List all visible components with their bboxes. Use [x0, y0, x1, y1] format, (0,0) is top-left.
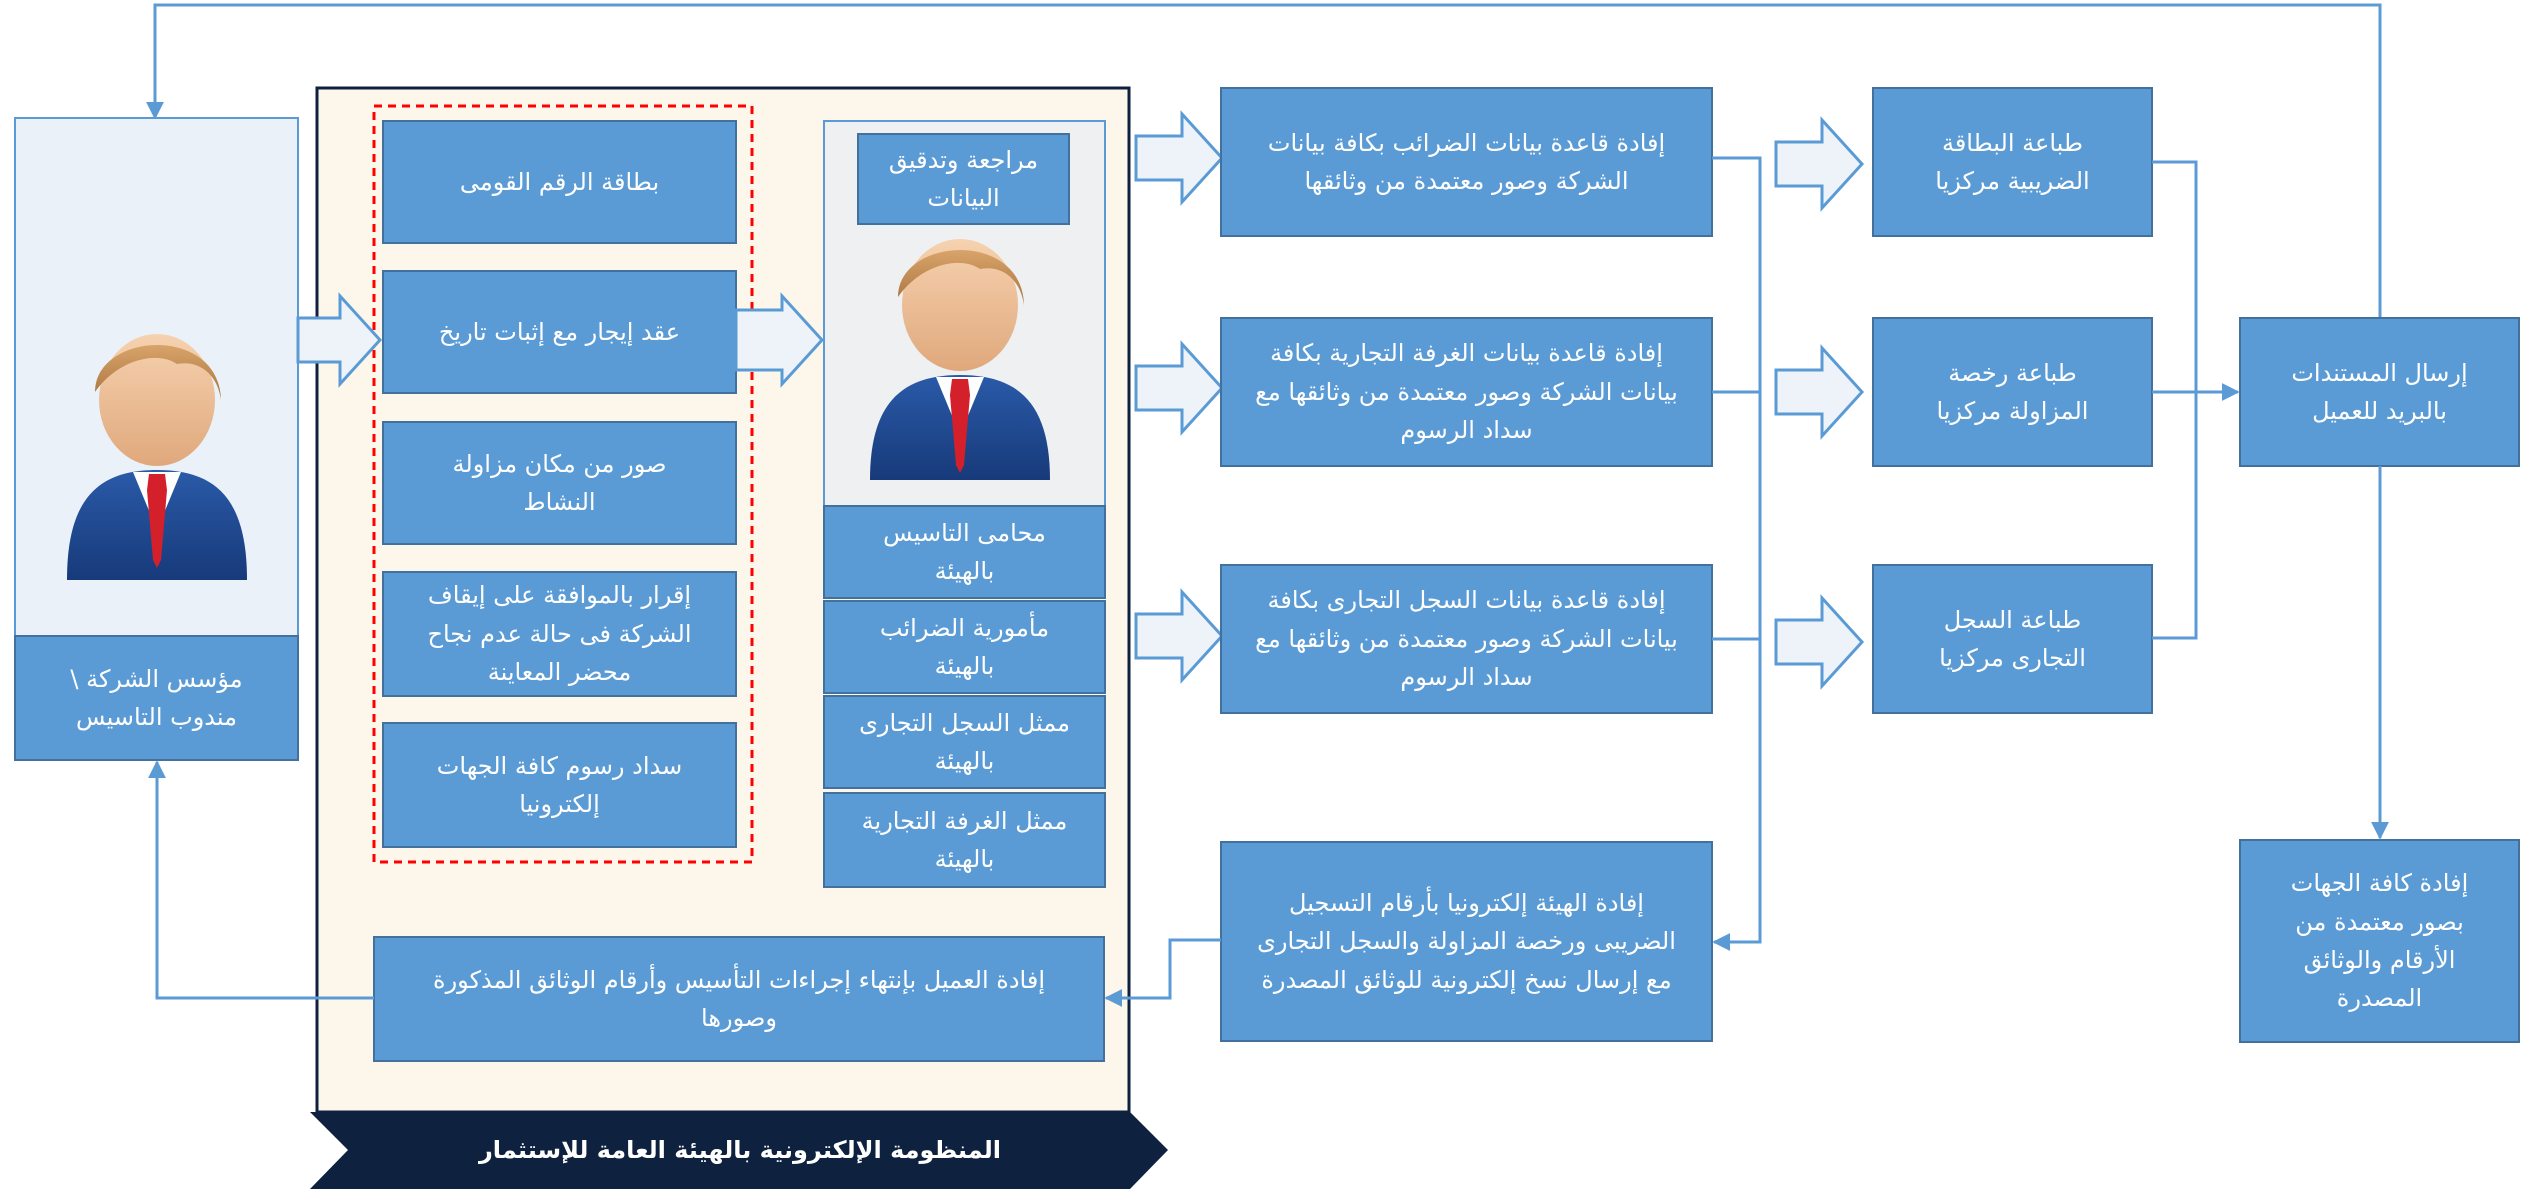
document-label-1: بطاقة الرقم القومى [459, 167, 660, 196]
document-box-1 [382, 120, 737, 244]
arrow-to-license [1774, 344, 1865, 440]
system-banner [310, 1112, 1168, 1189]
reviewer-person-icon [870, 239, 1050, 480]
founder-label: مؤسس الشركة \ مندوب التاسيس [70, 664, 243, 731]
send-docs-label: إرسال المستندات بالبريد للعميل [2291, 358, 2468, 425]
send-docs-box [2239, 317, 2520, 467]
document-label-5: سداد رسوم كافة الجهات إلكترونيا [436, 751, 683, 818]
system-banner-label: المنظومة الإلكترونية بالهيئة العامة للإس… [478, 1136, 1002, 1165]
representative-box-1 [823, 505, 1106, 599]
authority-feedback-label: إفادة الهيئة إلكترونيا بأرقام التسجيل ال… [1257, 888, 1676, 994]
notify-all-label: إفادة كافة الجهات بصور معتمدة من الأرقام… [2290, 869, 2469, 1013]
review-title: مراجعة وتدقيق البيانات [888, 145, 1039, 212]
representative-box-2 [823, 600, 1106, 694]
arrow-to-tax-card [1774, 116, 1865, 212]
document-box-2 [382, 270, 737, 394]
document-box-3 [382, 421, 737, 545]
founder-person-icon [67, 334, 247, 580]
docs-to-review-arrow [734, 292, 825, 388]
db-merge-connector [1712, 156, 1762, 951]
documents-dashed-group [372, 104, 754, 864]
representative-box-4 [823, 792, 1106, 888]
top-loop-connector [146, 3, 2382, 318]
feedback-to-client-connector [1104, 938, 1221, 1007]
arrow-to-register-db [1134, 588, 1225, 684]
document-label-3: صور من مكان مزاولة النشاط [452, 449, 667, 516]
database-box-3 [1220, 564, 1713, 714]
notify-client-box [373, 936, 1105, 1062]
representative-label-1: محامى التاسيس بالهيئة [883, 518, 1046, 585]
document-label-2: عقد إيجار مع إثبات تاريخ [438, 317, 681, 346]
printing-box-2 [1872, 317, 2153, 467]
authority-feedback-box [1220, 841, 1713, 1042]
founder-box [14, 635, 299, 761]
printing-label-1: طباعة البطاقة الضريبية مركزيا [1935, 128, 2090, 195]
database-box-1 [1220, 87, 1713, 237]
client-to-founder-connector [148, 760, 374, 1000]
arrow-to-chamber-db [1134, 340, 1225, 436]
database-label-3: إفادة قاعدة بيانات السجل التجارى بكافة ب… [1255, 586, 1678, 692]
printing-label-2: طباعة رخصة المزاولة مركزيا [1936, 358, 2089, 425]
document-box-5 [382, 722, 737, 848]
arrow-to-tax-db [1134, 110, 1225, 206]
printing-label-3: طباعة السجل التجارى مركزيا [1939, 605, 2086, 672]
review-title-box [857, 133, 1070, 225]
representative-box-3 [823, 695, 1106, 789]
database-box-2 [1220, 317, 1713, 467]
printing-box-1 [1872, 87, 2153, 237]
founder-to-docs-arrow [296, 292, 383, 388]
database-label-2: إفادة قاعدة بيانات الغرفة التجارية بكافة… [1255, 339, 1678, 445]
document-label-4: إقرار بالموافقة على إيقاف الشركة فى حالة… [427, 581, 692, 687]
document-box-4 [382, 571, 737, 697]
representative-label-3: ممثل السجل التجارى بالهيئة [859, 708, 1070, 775]
representative-label-2: مأمورية الضرائب بالهيئة [879, 613, 1050, 680]
database-label-1: إفادة قاعدة بيانات الضرائب بكافة بيانات … [1267, 128, 1666, 195]
notify-all-box [2239, 839, 2520, 1043]
arrow-to-register-print [1774, 594, 1865, 690]
printing-merge-connector [2152, 160, 2198, 640]
notify-client-label: إفادة العميل بإنتهاء إجراءات التأسيس وأر… [433, 965, 1045, 1032]
printing-box-3 [1872, 564, 2153, 714]
representative-label-4: ممثل الغرفة التجارية بالهيئة [861, 806, 1068, 873]
